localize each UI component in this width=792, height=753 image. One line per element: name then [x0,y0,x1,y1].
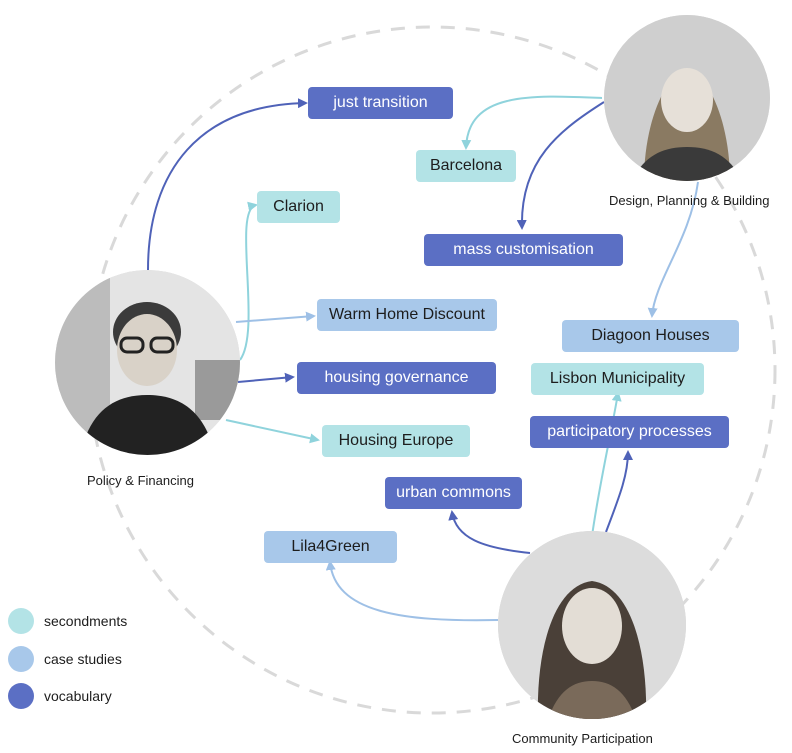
tag-housing-europe: Housing Europe [322,425,470,457]
tag-mass-customisation: mass customisation [424,234,623,266]
legend-item-vocabulary: vocabulary [8,683,112,709]
policy-financing-person-photo [55,270,240,455]
arrow-policy-housing-governance [237,372,295,383]
tag-diagoon-houses: Diagoon Houses [562,320,739,352]
arrow-community-lila4green [325,560,499,622]
tag-clarion: Clarion [257,191,340,223]
vocabulary-swatch [8,683,34,709]
community-participation-person-photo [498,531,686,719]
arrow-community-lisbon [591,391,622,537]
design-planning-person-photo [604,15,770,181]
legend-label: vocabulary [44,688,112,704]
tag-just-transition: just transition [308,87,453,119]
tag-lila4green: Lila4Green [264,531,397,563]
arrow-design-barcelona [461,95,603,150]
arrow-design-diagoon [647,181,699,318]
legend-label: case studies [44,651,122,667]
secondments-swatch [8,608,34,634]
arrow-policy-warm-home-discount [235,311,316,323]
policy-financing-caption: Policy & Financing [87,473,194,488]
arrow-policy-housing-europe [225,419,320,444]
legend-item-case-studies: case studies [8,646,122,672]
arrow-policy-just-transition [147,98,308,271]
tag-barcelona: Barcelona [416,150,516,182]
design-planning-caption: Design, Planning & Building [609,193,770,208]
tag-participatory-processes: participatory processes [530,416,729,448]
arrow-community-urban-commons [448,510,531,554]
arrow-community-participatory [605,450,633,533]
community-participation-caption: Community Participation [512,731,653,746]
case-studies-swatch [8,646,34,672]
tag-warm-home-discount: Warm Home Discount [317,299,497,331]
tag-housing-governance: housing governance [297,362,496,394]
tag-lisbon-municipality: Lisbon Municipality [531,363,704,395]
arrow-policy-clarion [239,201,258,361]
tag-urban-commons: urban commons [385,477,522,509]
legend-label: secondments [44,613,128,629]
legend-item-secondments: secondments [8,608,127,634]
arrow-design-mass-customisation [516,101,605,230]
